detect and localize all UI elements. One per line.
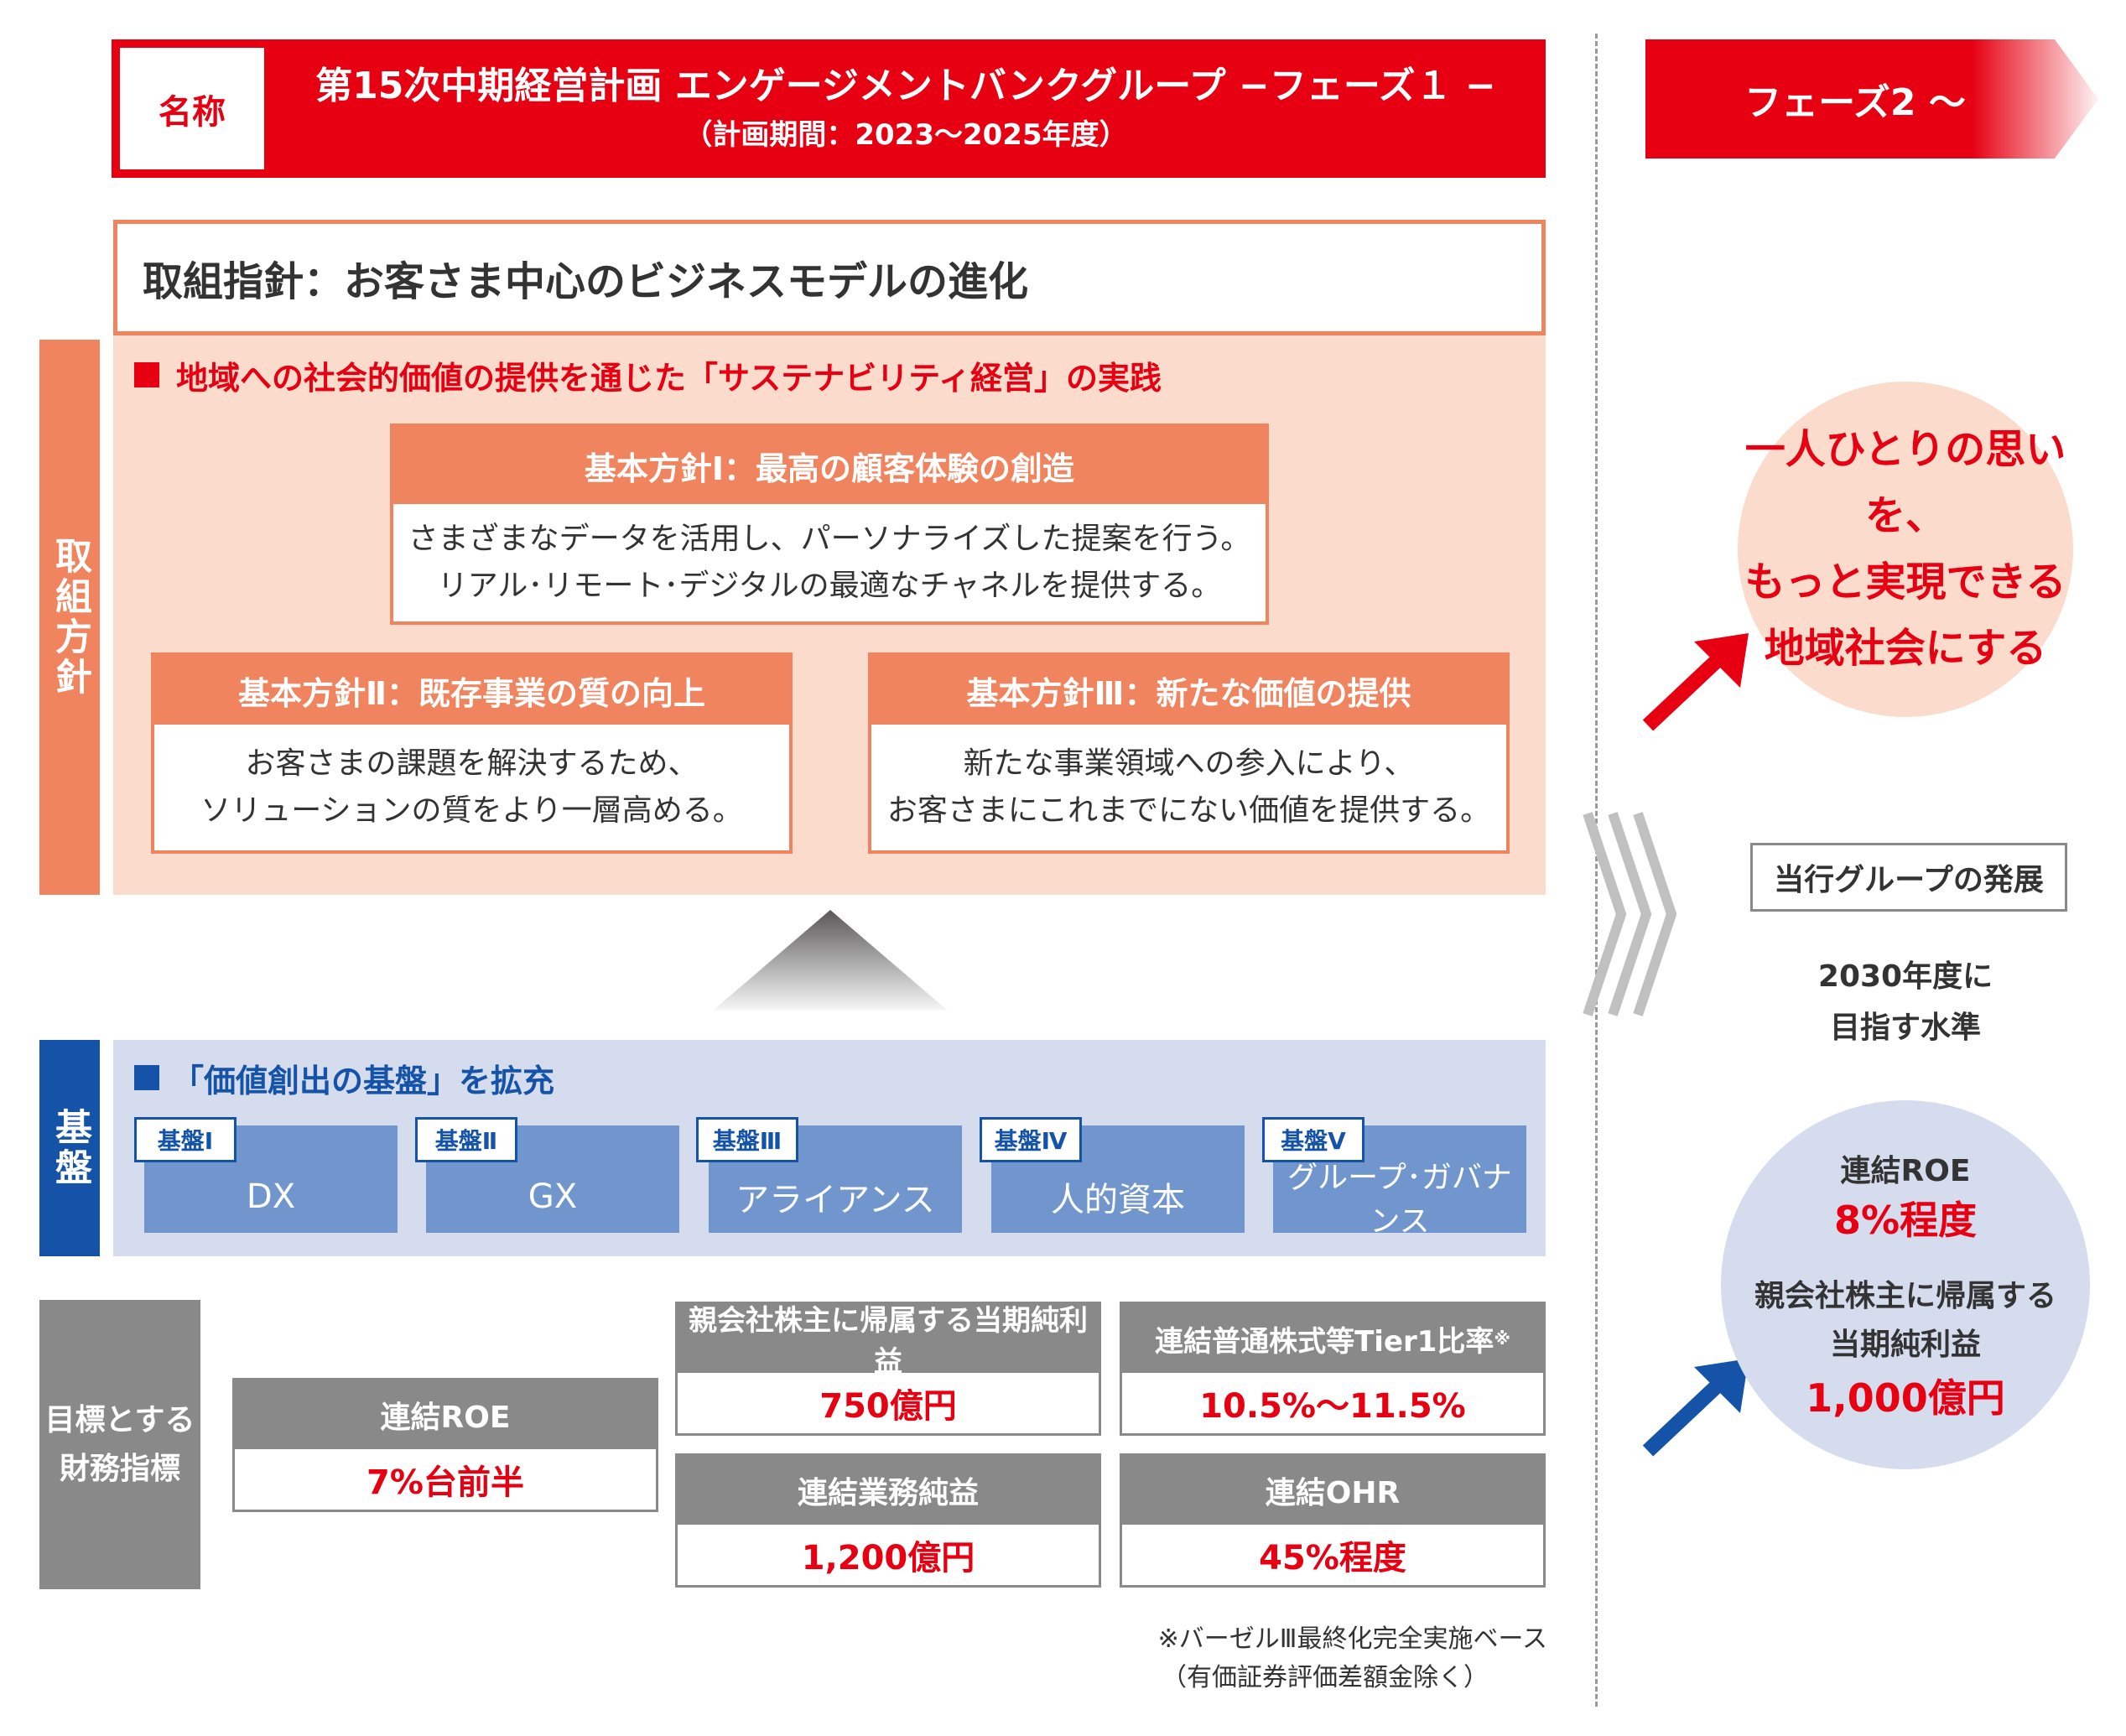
base-item-2-tag: 基盤Ⅱ [415,1117,517,1162]
base-item-5: グループ･ガバナンス [1273,1125,1526,1239]
policy-card-1: 基本方針Ⅰ：最高の顧客体験の創造 さまざまなデータを活用し、パーソナライズした提… [390,424,1269,625]
policy-card-2-body: お客さまの課題を解決するため、 ソリューションの質をより一層高める。 [154,725,789,850]
blue-square-icon [134,1065,159,1090]
target-ohr-label: 連結OHR [1122,1456,1543,1525]
policy-card-1-body: さまざまなデータを活用し、パーソナライズした提案を行う。 リアル･リモート･デジ… [393,504,1266,621]
base-side-text: 基盤 [49,1108,91,1188]
policy-main-box: 取組指針：お客さま中心のビジネスモデルの進化 [113,220,1546,335]
target-roe: 連結ROE 7%台前半 [232,1378,658,1512]
policy-card-1-title: 基本方針Ⅰ：最高の顧客体験の創造 [393,427,1266,504]
target-business-profit-value: 1,200億円 [801,1539,975,1577]
footnote-1: ※バーゼルⅢ最終化完全実施ベース [1157,1624,1547,1654]
red-up-arrow-icon [1642,633,1749,731]
base-item-5-tag: 基盤Ⅴ [1262,1117,1364,1162]
target-net-income-label: 親会社株主に帰属する当期純利益 [678,1304,1099,1379]
footnote-2: （有価証券評価差額金除く） [1162,1663,1489,1692]
targets-side-line-1: 目標とする [44,1402,195,1437]
roe-2030-value: 8%程度 [1833,1198,1978,1244]
target-tier1-header: 連結普通株式等Tier1比率※ [1122,1304,1543,1373]
policy-card-3-line-1: 新たな事業領域への参入により、 [963,746,1415,782]
profit-2030-value: 1,000億円 [1806,1375,2005,1421]
policy-card-2: 基本方針Ⅱ：既存事業の質の向上 お客さまの課題を解決するため、 ソリューションの… [151,652,793,854]
policy-card-3: 基本方針Ⅲ：新たな価値の提供 新たな事業領域への参入により、 お客さまにこれまで… [868,652,1510,854]
vision-line-3: 地域社会にする [1764,625,2047,673]
profit-2030-label-2: 当期純利益 [1829,1327,1981,1362]
base-item-3-tag: 基盤Ⅲ [696,1117,798,1162]
target-ohr-value: 45%程度 [1259,1539,1406,1577]
vision-circle: 一人ひとりの思いを、 もっと実現できる 地域社会にする [1738,382,2073,717]
phase2-label: フェーズ2 〜 [1744,81,1966,124]
plan-period: （計画期間：2023〜2025年度） [684,118,1128,153]
policy-card-3-body: 新たな事業領域への参入により、 お客さまにこれまでにない価値を提供する。 [871,725,1506,850]
sustainability-heading: 地域への社会的価値の提供を通じた「サステナビリティ経営」の実践 [176,360,1162,397]
target-business-profit-label: 連結業務純益 [678,1456,1099,1525]
target-tier1-note-mark: ※ [1494,1328,1510,1349]
target-net-income-value: 750億円 [819,1387,957,1426]
profit-2030-label-1: 親会社株主に帰属する [1754,1279,2056,1314]
target-tier1-value: 10.5%〜11.5% [1199,1387,1466,1426]
plan-name-bar [112,39,1546,178]
target-year-text: 2030年度に 目指す水準 [1738,948,2073,1057]
phase2-arrow [1645,39,2098,159]
red-square-icon [134,362,159,387]
chevron-right-icon [1583,812,1677,1016]
up-triangle-icon [713,910,948,1011]
base-item-4-tag: 基盤Ⅳ [980,1117,1082,1162]
policy-card-1-line-1: さまざまなデータを活用し、パーソナライズした提案を行う。 [408,522,1251,557]
policy-card-2-title: 基本方針Ⅱ：既存事業の質の向上 [154,656,789,725]
plan-title-block: 第15次中期経営計画 エンゲージメントバンクグループ −フェーズ１ − （計画期… [277,48,1535,169]
plan-title: 第15次中期経営計画 エンゲージメントバンクグループ −フェーズ１ − [315,64,1496,107]
target-net-income: 親会社株主に帰属する当期純利益 750億円 [675,1302,1101,1436]
target-tier1: 連結普通株式等Tier1比率※ 10.5%〜11.5% [1120,1302,1546,1436]
targets-side-line-2: 財務指標 [59,1451,180,1486]
blue-up-arrow-icon [1642,1359,1749,1457]
base-item-1-tag: 基盤Ⅰ [134,1117,237,1162]
target-roe-label: 連結ROE [235,1380,656,1449]
target-ohr: 連結OHR 45%程度 [1120,1453,1546,1588]
target-roe-value: 7%台前半 [366,1463,524,1502]
policy-card-3-line-2: お客さまにこれまでにない価値を提供する。 [886,793,1491,828]
phase-divider [1595,34,1598,1707]
base-item-2: GX [426,1125,679,1233]
name-label: 名称 [120,48,264,169]
roe-2030-label: 連結ROE [1840,1154,1971,1189]
policy-side-text: 取組方針 [49,537,91,698]
group-development-label: 当行グループの発展 [1750,843,2067,912]
policy-card-1-line-2: リアル･リモート･デジタルの最適なチャネルを提供する。 [437,569,1222,603]
base-heading: 「価値創出の基盤」を拡充 [172,1063,555,1099]
targets-side-label: 目標とする 財務指標 [39,1300,200,1589]
vision-line-2: もっと実現できる [1744,559,2066,606]
target-year-line-2: 目指す水準 [1829,1011,1981,1045]
target-year-line-1: 2030年度に [1817,959,1993,994]
policy-card-3-title: 基本方針Ⅲ：新たな価値の提供 [871,656,1506,725]
target-business-profit: 連結業務純益 1,200億円 [675,1453,1101,1588]
policy-card-2-line-2: ソリューションの質をより一層高める。 [200,793,743,828]
base-side-label: 基盤 [39,1040,100,1256]
target-tier1-label: 連結普通株式等Tier1比率 [1155,1324,1494,1359]
target-2030-circle: 連結ROE 8%程度 親会社株主に帰属する 当期純利益 1,000億円 [1721,1100,2090,1469]
policy-side-label: 取組方針 [39,340,100,895]
vision-line-1: 一人ひとりの思いを、 [1744,425,2066,539]
policy-card-2-line-1: お客さまの課題を解決するため、 [245,746,699,782]
